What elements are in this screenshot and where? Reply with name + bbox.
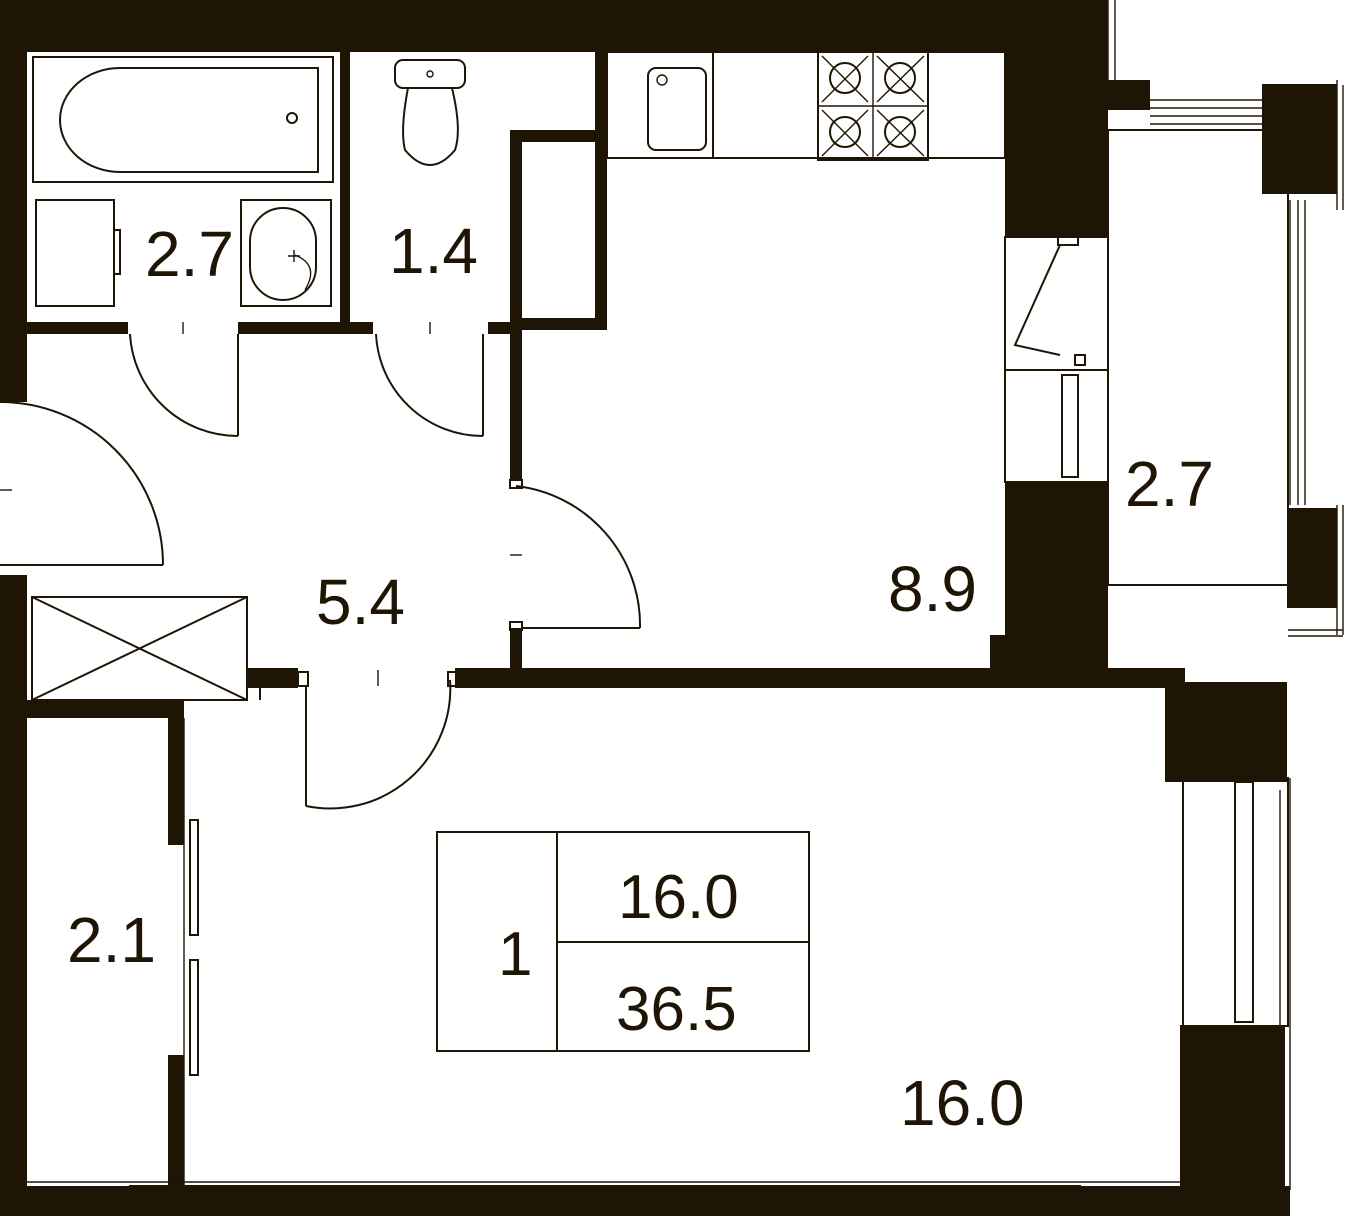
toilet-icon	[394, 59, 466, 166]
washing-machine-icon	[35, 199, 121, 307]
living-room-area: 16.0	[900, 1067, 1025, 1139]
hall-closet-icon	[31, 596, 248, 701]
wardrobe-doors[interactable]	[189, 819, 199, 1076]
stove-icon	[817, 51, 929, 161]
bathroom-area: 2.7	[145, 218, 234, 290]
rooms-count: 1	[498, 920, 532, 989]
living-room-window	[1182, 777, 1291, 1190]
hallway-area: 5.4	[316, 566, 405, 638]
balcony-door[interactable]	[1004, 234, 1109, 483]
entrance-door[interactable]	[0, 401, 164, 566]
kitchen-door[interactable]	[509, 479, 642, 631]
toilet-door[interactable]	[375, 322, 484, 438]
living-area-total: 16.0	[618, 863, 739, 932]
room-outlines	[27, 688, 1180, 1193]
kitchen-sink-icon	[606, 51, 714, 159]
area-summary-table	[436, 831, 810, 1052]
kitchen-area: 8.9	[888, 553, 977, 625]
total-area: 36.5	[616, 975, 737, 1044]
balcony-area: 2.7	[1125, 448, 1214, 520]
toilet-area: 1.4	[389, 215, 478, 287]
sink-icon	[240, 199, 332, 307]
bathroom-door[interactable]	[126, 322, 239, 438]
bathtub-icon	[32, 56, 334, 183]
living-room-door[interactable]	[297, 670, 459, 810]
balcony	[1107, 0, 1344, 637]
wardrobe-area: 2.1	[67, 904, 156, 976]
